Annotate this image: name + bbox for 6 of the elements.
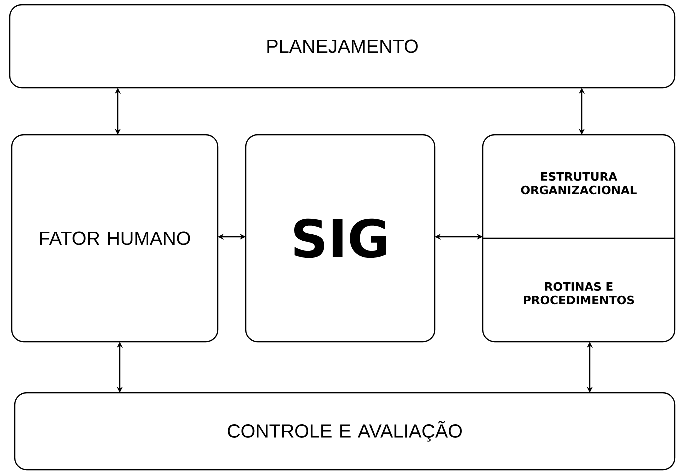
box-label: PLANEJAMENTO <box>268 40 418 54</box>
box-label: ESTRUTURA ORGANIZACIONAL <box>521 172 637 195</box>
box-label: SIG <box>294 218 386 258</box>
box-label: FATOR HUMANO <box>40 232 190 246</box>
box-label: CONTROLE E AVALIAÇÃO <box>228 421 462 442</box>
box-label: ROTINAS E PROCEDIMENTOS <box>524 282 634 305</box>
